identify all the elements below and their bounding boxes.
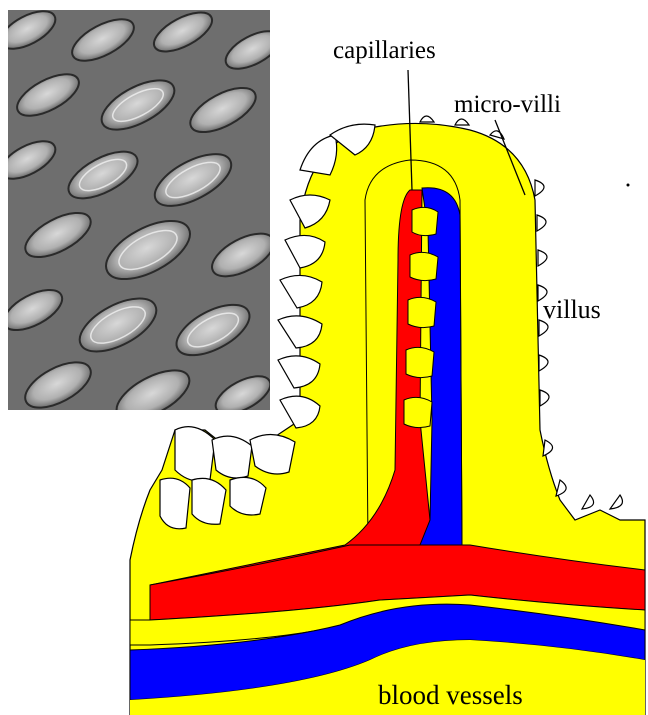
micro-villi-label: micro-villi: [454, 92, 561, 117]
capillaries-label: capillaries: [333, 38, 436, 63]
blood-vessels-label: blood vessels: [378, 682, 523, 709]
villus-label: villus: [543, 297, 601, 323]
